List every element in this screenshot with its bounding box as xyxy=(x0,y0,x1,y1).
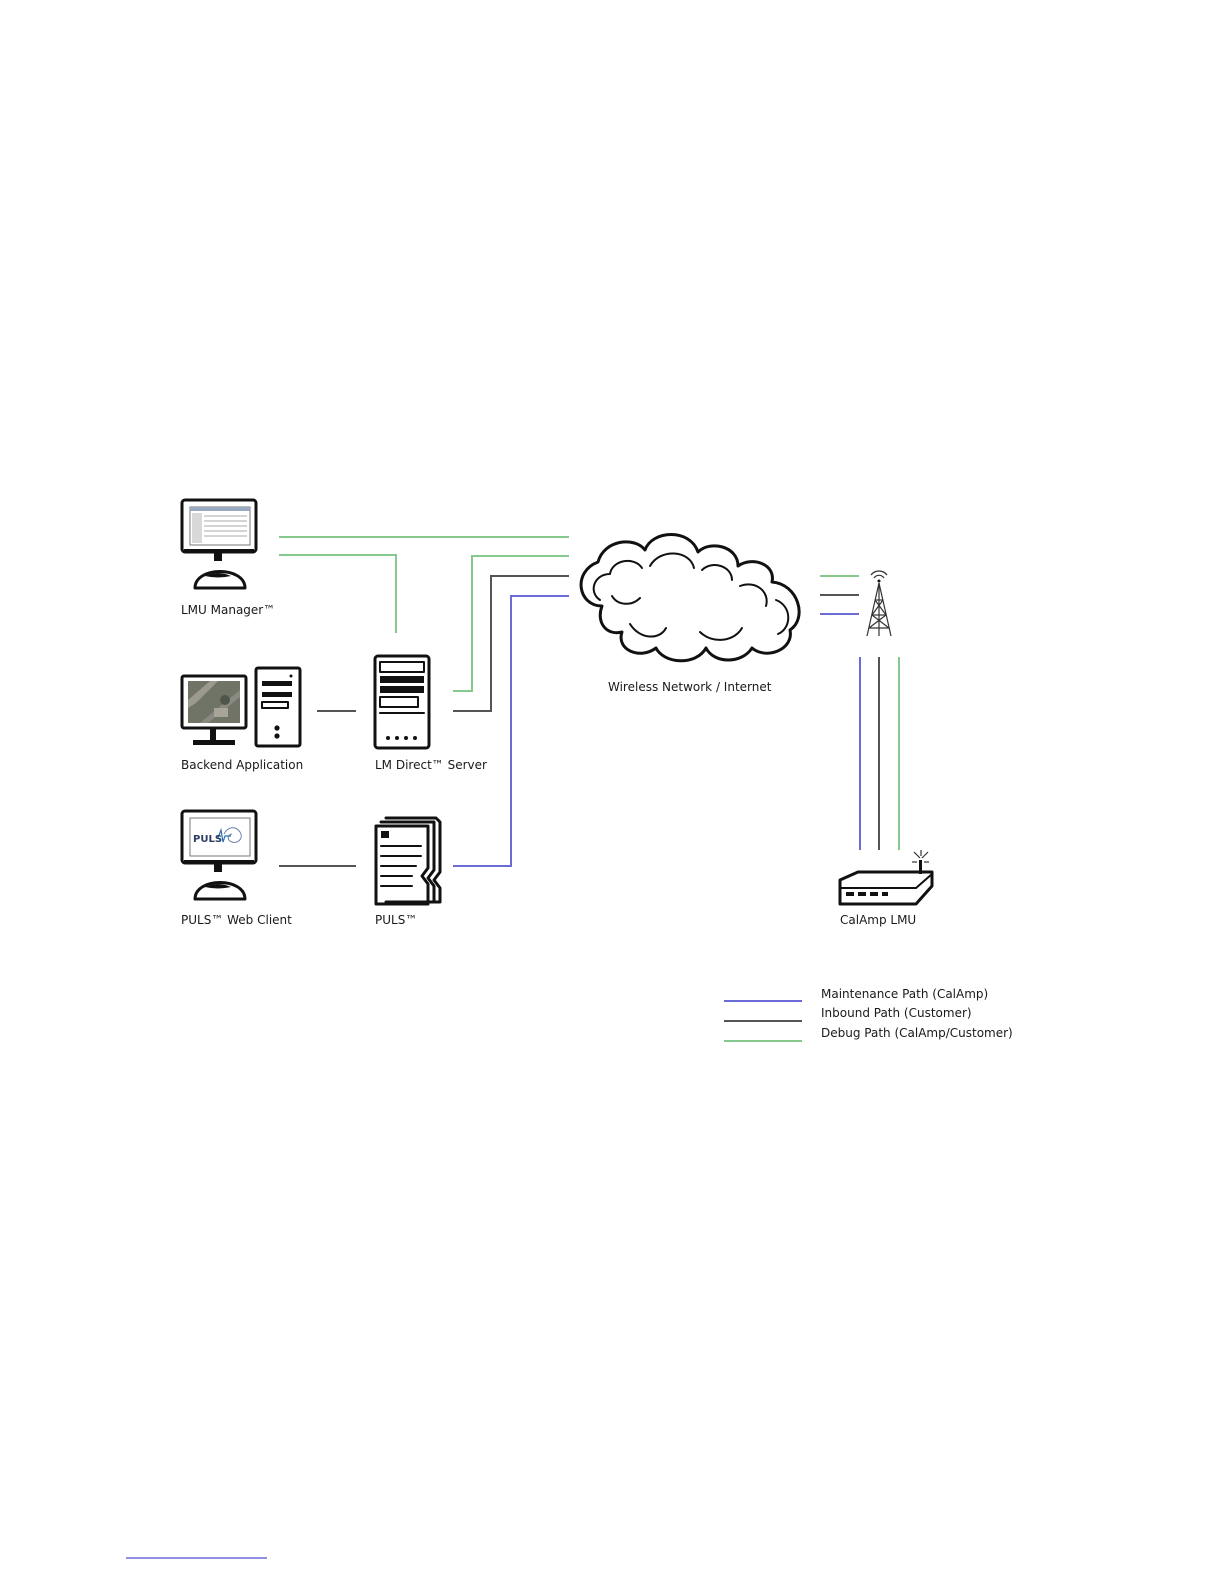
lm-direct-server-label: LM Direct™ Server xyxy=(375,758,487,772)
cell-tower-icon xyxy=(867,571,891,636)
puls-logo-text: PULS xyxy=(193,834,222,845)
puls-label: PULS™ xyxy=(375,913,417,927)
calamp-lmu-icon xyxy=(840,850,932,904)
lmu-manager-icon xyxy=(182,500,256,588)
cloud-icon xyxy=(581,535,799,661)
legend-label-inbound: Inbound Path (Customer) xyxy=(821,1006,972,1020)
puls-web-client-icon: PULS xyxy=(182,811,256,899)
puls-web-client-label: PULS™ Web Client xyxy=(181,913,292,927)
backend-application-icon xyxy=(182,668,300,746)
legend: Maintenance Path (CalAmp) Inbound Path (… xyxy=(724,987,1013,1041)
link-puls-cloud-maintenance xyxy=(453,596,569,866)
cloud-label: Wireless Network / Internet xyxy=(608,680,772,694)
connections xyxy=(279,537,899,866)
legend-label-maintenance: Maintenance Path (CalAmp) xyxy=(821,987,988,1001)
lmu-manager-label: LMU Manager™ xyxy=(181,603,275,617)
calamp-lmu-label: CalAmp LMU xyxy=(840,913,916,927)
legend-label-debug: Debug Path (CalAmp/Customer) xyxy=(821,1026,1013,1040)
backend-application-label: Backend Application xyxy=(181,758,303,772)
lm-direct-server-icon xyxy=(375,656,429,748)
link-lmu-manager-lm-direct xyxy=(279,555,396,633)
puls-document-icon xyxy=(376,818,440,904)
